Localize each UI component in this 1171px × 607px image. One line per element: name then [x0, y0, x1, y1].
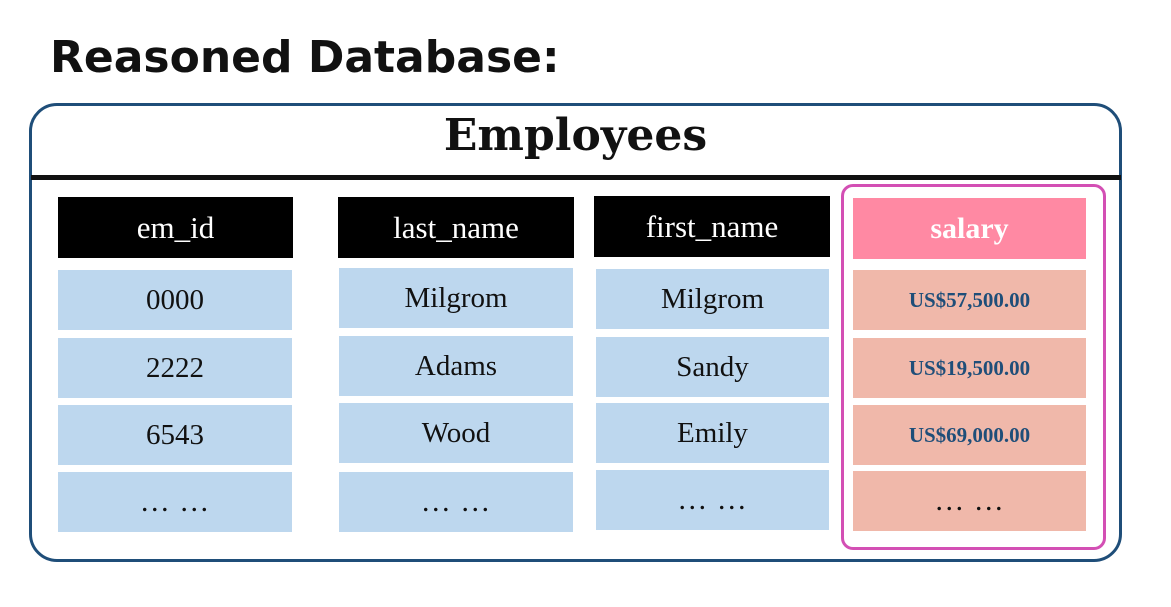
- table-cell-last-name: Milgrom: [339, 268, 573, 328]
- table-title: Employees: [443, 110, 708, 161]
- table-cell-salary: US$19,500.00: [853, 338, 1086, 398]
- table-cell-more: … …: [596, 470, 829, 530]
- table-cell-first-name: Milgrom: [596, 269, 829, 329]
- table-cell-more: … …: [339, 472, 573, 532]
- page-title: Reasoned Database:: [50, 32, 560, 83]
- table-cell-salary: US$57,500.00: [853, 270, 1086, 330]
- table-cell-last-name: Adams: [339, 336, 573, 396]
- table-cell-more: … …: [853, 471, 1086, 531]
- table-cell-em-id: 2222: [58, 338, 292, 398]
- column-header-em-id: em_id: [58, 197, 293, 258]
- table-cell-em-id: 0000: [58, 270, 292, 330]
- table-cell-last-name: Wood: [339, 403, 573, 463]
- column-header-last-name: last_name: [338, 197, 574, 258]
- table-cell-more: … …: [58, 472, 292, 532]
- column-header-salary: salary: [853, 198, 1086, 259]
- column-header-first-name: first_name: [594, 196, 830, 257]
- table-title-divider: [31, 175, 1121, 180]
- table-cell-first-name: Sandy: [596, 337, 829, 397]
- table-cell-first-name: Emily: [596, 403, 829, 463]
- salary-column-highlight: [841, 184, 1106, 550]
- table-cell-salary: US$69,000.00: [853, 405, 1086, 465]
- table-cell-em-id: 6543: [58, 405, 292, 465]
